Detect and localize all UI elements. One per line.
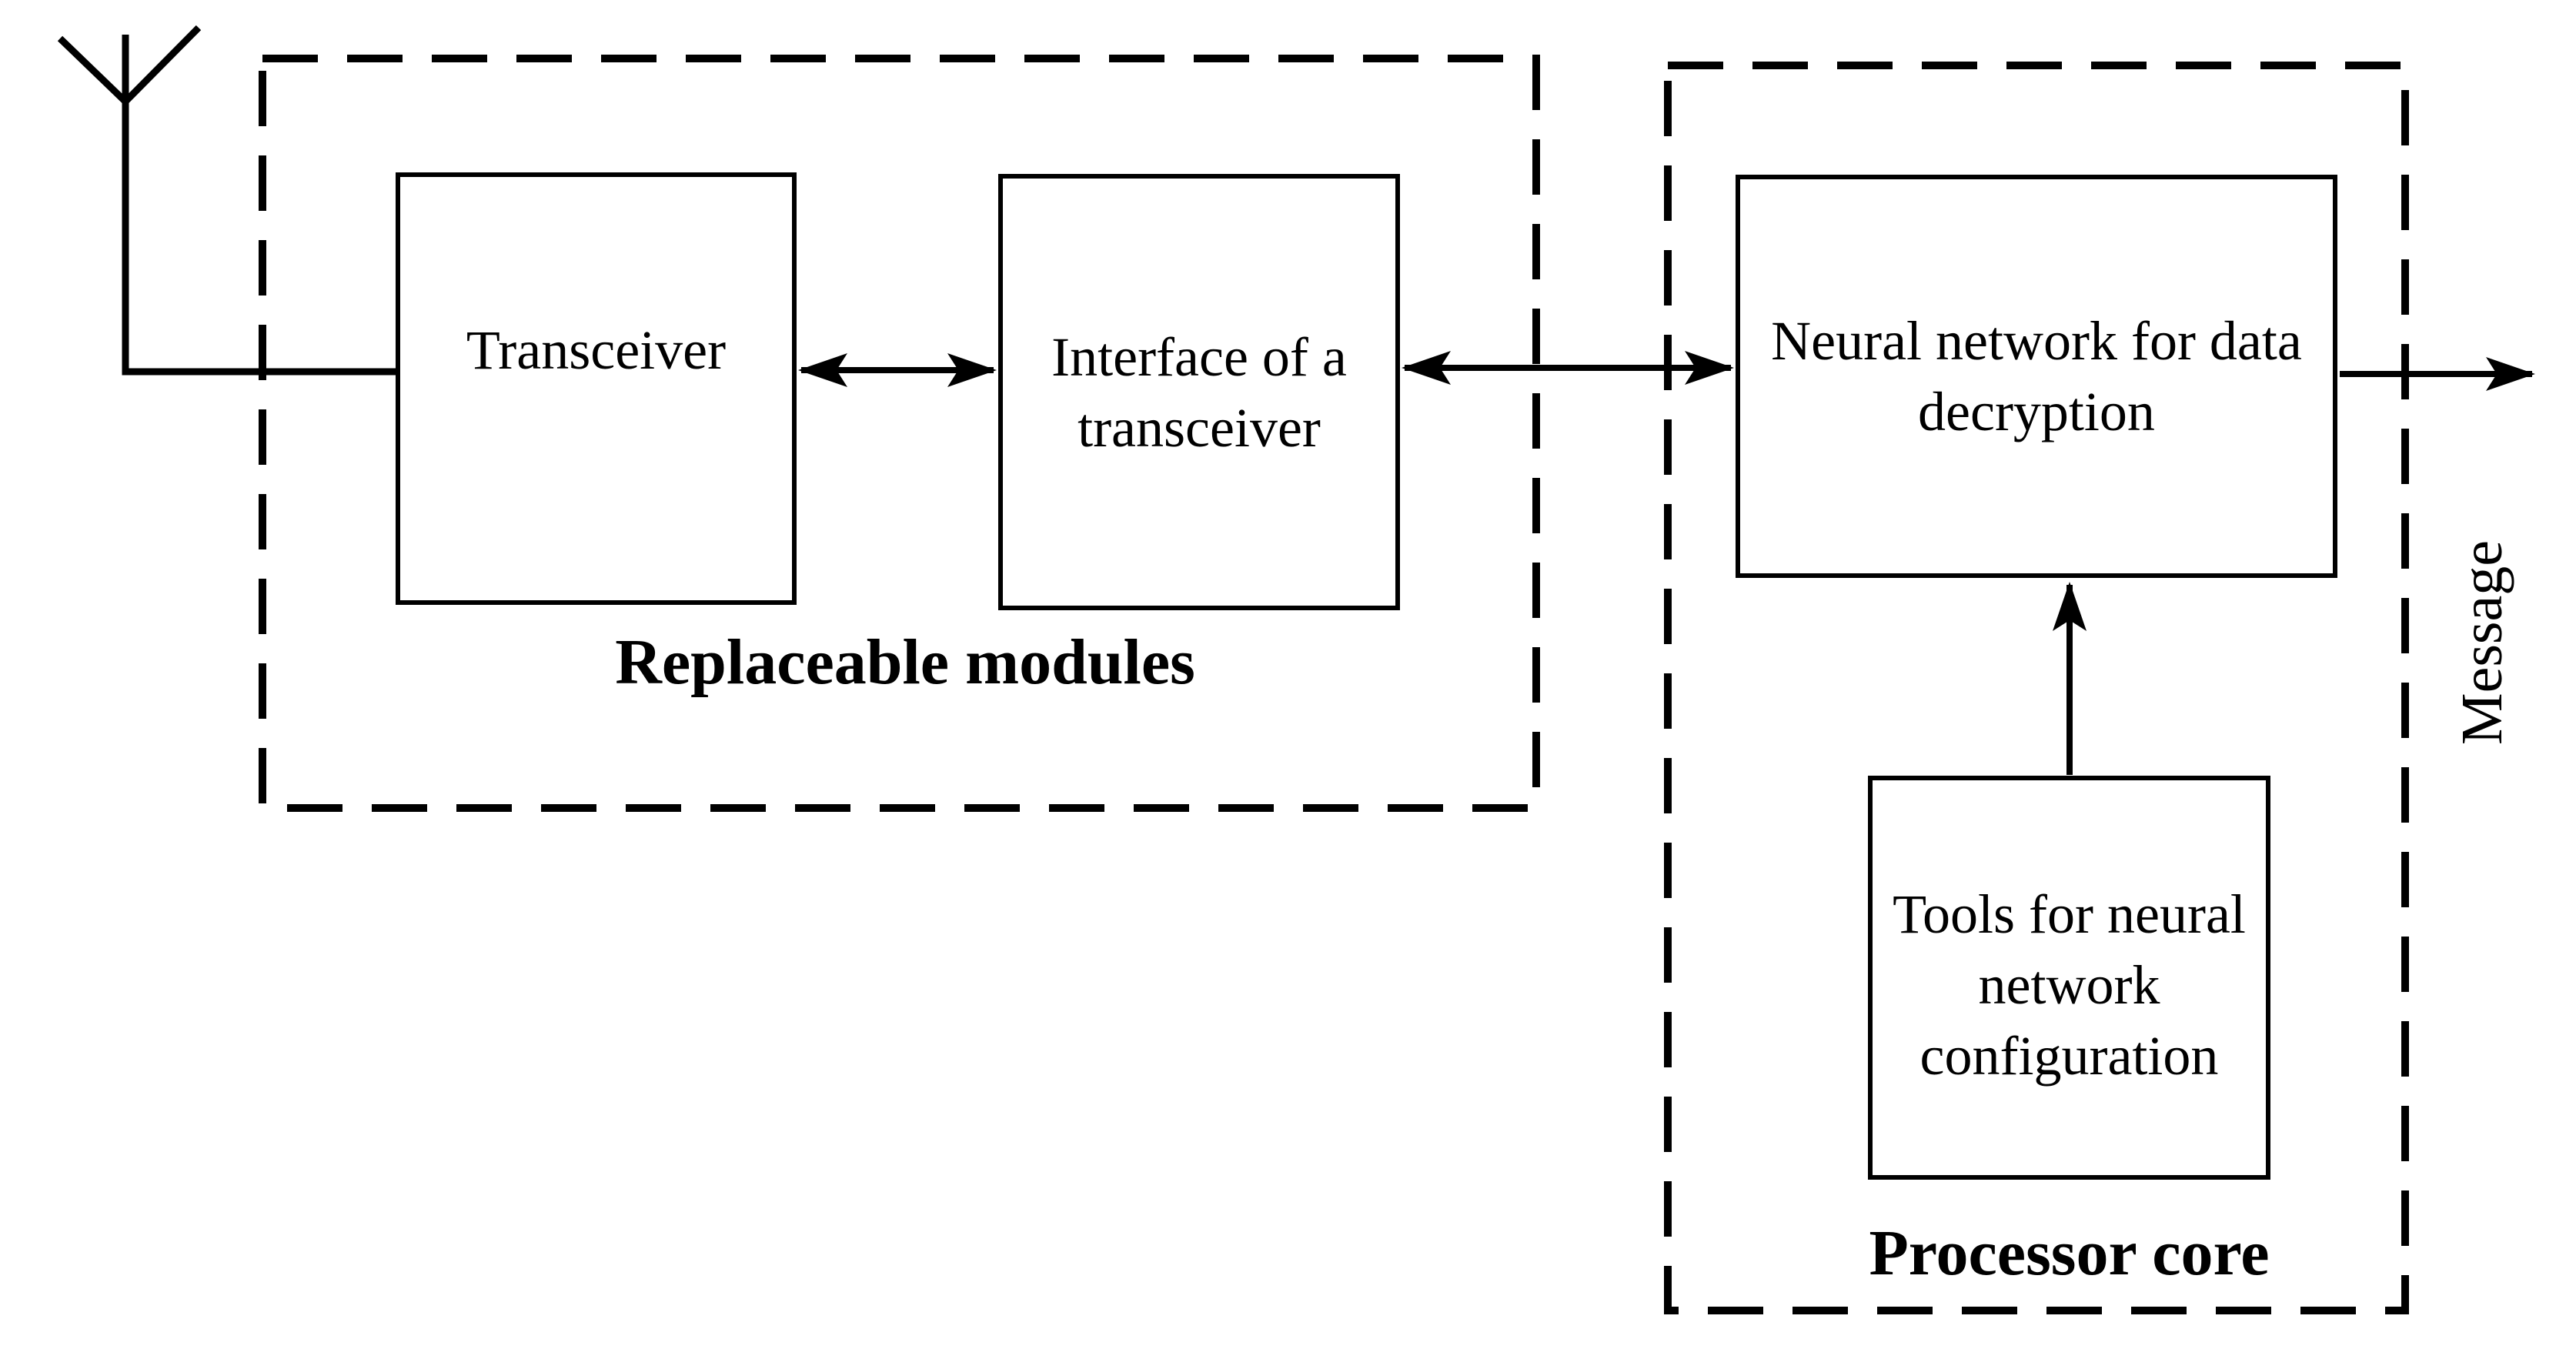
block-nn-configuration-tools: Tools for neural network configuration bbox=[1868, 776, 2270, 1180]
caption-replaceable-modules: Replaceable modules bbox=[615, 626, 1195, 698]
replaceable-modules-dashed-border bbox=[259, 55, 1540, 812]
block-transceiver-interface: Interface of a transceiver bbox=[998, 174, 1400, 610]
caption-processor-core: Processor core bbox=[1869, 1217, 2270, 1289]
block-transceiver-label: Transceiver bbox=[466, 319, 727, 381]
block-neural-network-decryption: Neural network for data decryption bbox=[1736, 175, 2337, 578]
antenna-icon bbox=[57, 25, 396, 376]
block-transceiver-interface-label: Interface of a transceiver bbox=[1051, 326, 1347, 459]
block-neural-network-decryption-label: Neural network for data decryption bbox=[1771, 310, 2302, 442]
message-output-label: Message bbox=[2449, 540, 2514, 745]
block-nn-configuration-tools-label: Tools for neural network configuration bbox=[1893, 883, 2246, 1087]
antenna-feed-line bbox=[122, 35, 396, 376]
processor-core-dashed-border bbox=[1664, 62, 2409, 1314]
block-transceiver: Transceiver bbox=[396, 172, 797, 605]
